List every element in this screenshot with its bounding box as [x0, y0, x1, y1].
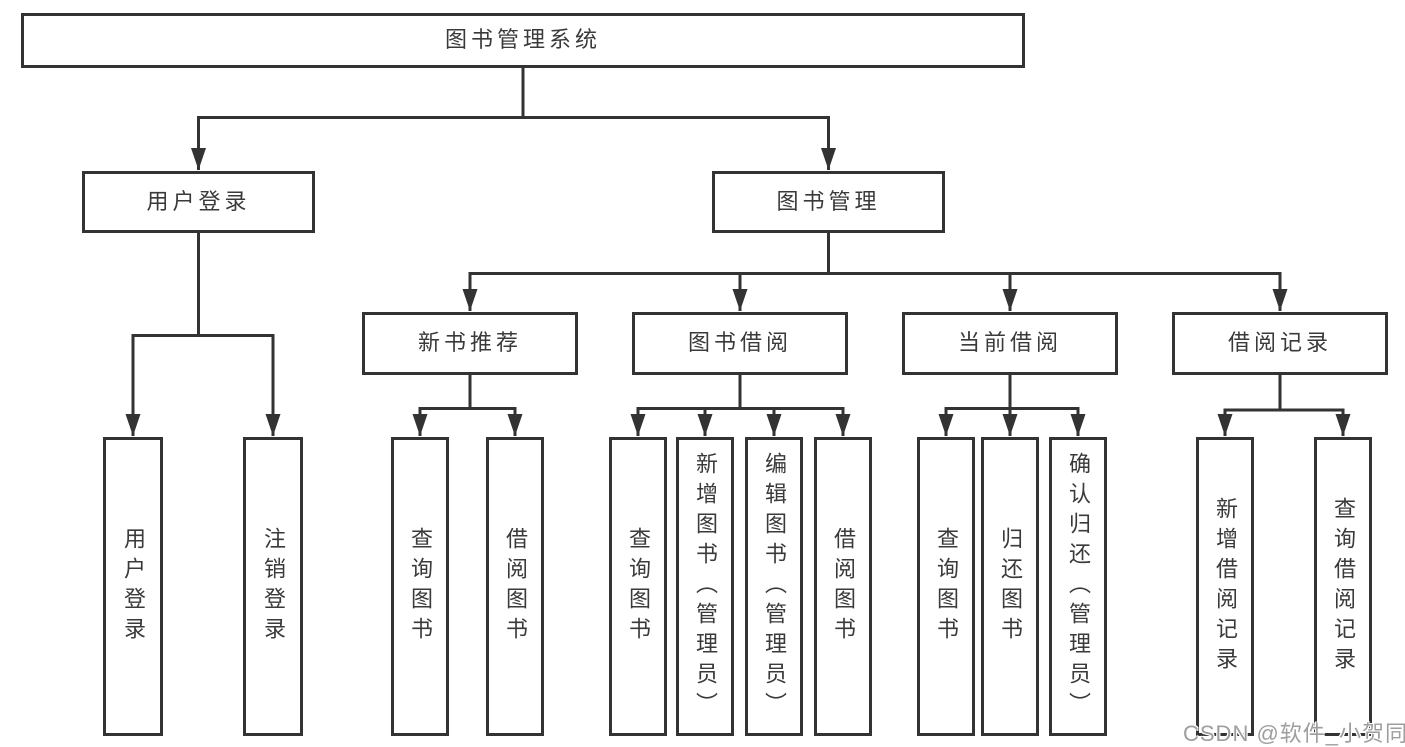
node-book-borrowing: 图书借阅: [632, 312, 848, 375]
node-add-book-admin: 新增图书（管理员）: [676, 437, 734, 736]
node-query-borrow-record: 查询借阅记录: [1314, 437, 1372, 736]
node-current-borrowing: 当前借阅: [902, 312, 1118, 375]
node-label: 借阅图书: [831, 526, 856, 647]
node-label: 查询图书: [408, 526, 433, 647]
node-label: 借阅图书: [503, 526, 528, 647]
node-library-management-system: 图书管理系统: [21, 13, 1025, 68]
node-logout-action: 注销登录: [243, 437, 303, 736]
node-label: 编辑图书（管理员）: [762, 451, 787, 722]
node-book-management: 图书管理: [712, 171, 945, 233]
node-query-book-3: 查询图书: [917, 437, 975, 736]
node-borrow-book-2: 借阅图书: [814, 437, 872, 736]
node-new-book-recommendation: 新书推荐: [362, 312, 578, 375]
node-label: 查询图书: [626, 526, 651, 647]
node-return-book: 归还图书: [981, 437, 1039, 736]
node-label: 新增借阅记录: [1213, 496, 1238, 677]
node-add-borrow-record: 新增借阅记录: [1196, 437, 1254, 736]
node-label: 查询借阅记录: [1331, 496, 1356, 677]
node-borrow-book-1: 借阅图书: [486, 437, 544, 736]
node-borrowing-records: 借阅记录: [1172, 312, 1388, 375]
node-user-login: 用户登录: [82, 171, 315, 233]
node-label: 用户登录: [121, 526, 146, 647]
node-label: 归还图书: [998, 526, 1023, 647]
node-label: 注销登录: [261, 526, 286, 647]
node-query-book-1: 查询图书: [391, 437, 449, 736]
node-label: 新增图书（管理员）: [693, 451, 718, 722]
node-query-book-2: 查询图书: [609, 437, 667, 736]
node-edit-book-admin: 编辑图书（管理员）: [745, 437, 803, 736]
node-user-login-action: 用户登录: [103, 437, 163, 736]
csdn-watermark: CSDN @软件_小贺同学: [1183, 721, 1405, 746]
node-label: 查询图书: [934, 526, 959, 647]
node-confirm-return-admin: 确认归还（管理员）: [1049, 437, 1107, 736]
node-label: 确认归还（管理员）: [1066, 451, 1091, 722]
